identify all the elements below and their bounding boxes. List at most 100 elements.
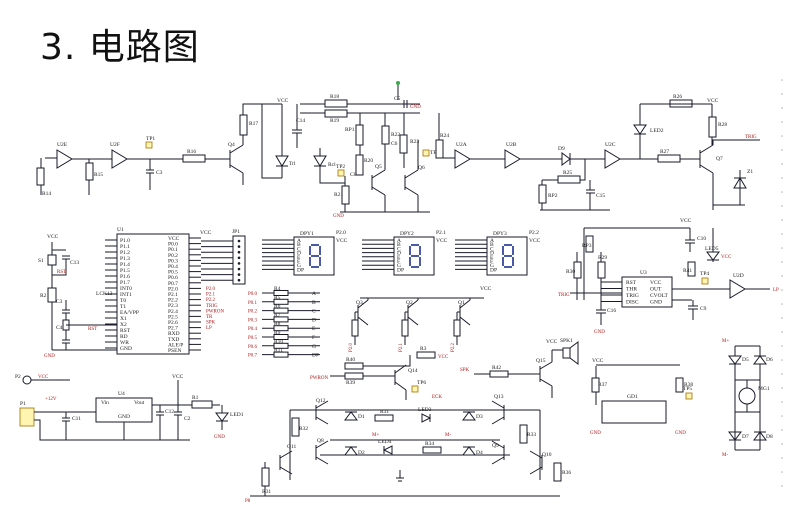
q12-label: Q12	[316, 398, 326, 404]
q3-label: Q3	[356, 300, 363, 306]
r40-resistor	[344, 362, 364, 370]
segment-pin-label: C	[490, 246, 494, 252]
tp3-testpoint	[422, 149, 430, 157]
r41-label: R41	[683, 268, 692, 274]
dpy1-digit-label: P2.0	[336, 230, 346, 236]
segment-resistor-label: R4	[274, 286, 281, 292]
r17-resistor	[239, 114, 248, 136]
led2-icon	[633, 124, 647, 135]
u1-left-pins: P1.0P1.1P1.2P1.3P1.4P1.5P1.6P1.7INT0INT1…	[105, 238, 139, 352]
tp5-label: TP5	[683, 386, 692, 392]
segment-resistor	[273, 342, 289, 349]
transmitter-led	[275, 155, 289, 167]
r31b-label: R31	[262, 489, 271, 495]
gnd-reset-label: GND	[44, 354, 55, 359]
r1-label: R1	[192, 395, 199, 401]
u2c-buffer	[604, 149, 621, 169]
segment-pin-label: C	[397, 246, 401, 252]
u1-left-pin-label: INT1	[120, 292, 132, 298]
svg-text:C6: C6	[391, 141, 398, 147]
q1-label: Q1	[458, 300, 465, 306]
segment-mark	[409, 246, 411, 255]
u1-right-pin-label: TXD	[168, 337, 179, 343]
s1-switch	[47, 254, 57, 266]
segment-port-label: P0.6	[248, 345, 258, 350]
u1-right-pin-label: P2.0	[168, 286, 178, 292]
u2d-label: U2D	[733, 273, 744, 279]
r34-label: R34	[425, 441, 434, 447]
u1-right-pin-label: P0.5	[168, 270, 178, 276]
d6-label: D6	[766, 357, 773, 363]
segment-letter-label: DP	[312, 353, 319, 359]
svg-text:Trl: Trl	[289, 161, 296, 167]
r25-label: R25	[563, 170, 572, 176]
u3-left-pin-label: RST	[626, 280, 637, 286]
u4-vout-label: Vout	[134, 400, 145, 406]
d9-label: D9	[558, 146, 565, 152]
r18-resistor	[324, 99, 348, 108]
segment-resistor-label: R6	[274, 304, 281, 310]
led1-icon	[215, 412, 229, 422]
vcc-led5-label: VCC	[721, 255, 732, 260]
margin-dot	[781, 93, 783, 95]
u2e-buffer	[56, 149, 73, 169]
m-plus-label: M+	[372, 433, 379, 438]
u2b-label: U2B	[506, 142, 517, 148]
segment-mark	[504, 244, 512, 246]
r36-label: R36	[562, 470, 571, 476]
segment-pin-label: A	[397, 238, 401, 244]
r40-label: R40	[346, 357, 355, 363]
vcc-555-label: VCC	[680, 218, 692, 224]
segment-pin-label: G	[297, 263, 301, 269]
r28-resistor	[708, 116, 717, 138]
jp1-pin-dot	[237, 273, 241, 276]
segment-resistor	[273, 351, 289, 358]
r11-resistor	[453, 319, 461, 337]
c9-label: C9	[700, 306, 707, 312]
timer-555-block: VCC C10 RP3 R30 R29 U3 RSTTHRTRIGDISCVCC…	[558, 218, 779, 335]
segment-resistor-label: R5	[274, 295, 281, 301]
margin-dot	[781, 177, 783, 179]
segment-letter-label: F	[312, 335, 315, 341]
u1-right-pin-label: P0.1	[168, 247, 178, 253]
segment-pin-label: F	[490, 259, 493, 265]
u3-right-pin-label: VCC	[650, 280, 662, 286]
u1-left-pin-label: P1.1	[120, 244, 130, 250]
segment-pin-label: A	[490, 238, 494, 244]
r27-label: R27	[660, 149, 669, 155]
r21-label: R21	[334, 192, 343, 198]
d6-diode	[753, 355, 767, 365]
segment-port-label: P0.3	[248, 318, 258, 323]
segment-resistor	[273, 290, 289, 296]
tp1-testpoint	[145, 141, 153, 149]
motor-mg1-block: M+ D5 D6 MG1 D7 D8 M-	[722, 339, 773, 458]
r16-label: R16	[187, 149, 196, 155]
u2b-buffer	[504, 149, 521, 169]
jp1-pin-dot	[237, 278, 241, 282]
gnd-top-label: GND	[410, 105, 421, 110]
c5-label: C5	[394, 96, 401, 102]
rp1-label: RP1	[345, 127, 355, 133]
segment-mark	[502, 257, 504, 266]
segment-pin-label: A	[297, 238, 301, 244]
r28-label: R28	[718, 122, 727, 128]
u1-right-pins: VCCP0.0P0.1P0.2P0.3P0.4P0.5P0.6P0.7P2.0P…	[168, 236, 201, 354]
z1-label: Z1	[747, 169, 753, 175]
c13-label: C13	[70, 260, 79, 266]
gnd-555-label: GND	[594, 330, 605, 335]
u1-net-label: SPK	[206, 321, 216, 326]
r24-resistor	[435, 139, 444, 159]
margin-dot	[781, 261, 783, 263]
r42-resistor	[489, 370, 509, 378]
u1-left-pin-label: WR	[120, 340, 129, 346]
m-minus-label: M-	[445, 433, 451, 438]
segment-letter-label: E	[312, 326, 316, 332]
rst-u1-label: RST	[88, 327, 97, 332]
jp1-pin-dot	[237, 256, 241, 260]
margin-dot	[781, 121, 783, 123]
plus12v-label: +12V	[45, 397, 57, 402]
segment-pin-label: DP	[297, 267, 304, 273]
tp6-label: TP6	[417, 380, 426, 386]
